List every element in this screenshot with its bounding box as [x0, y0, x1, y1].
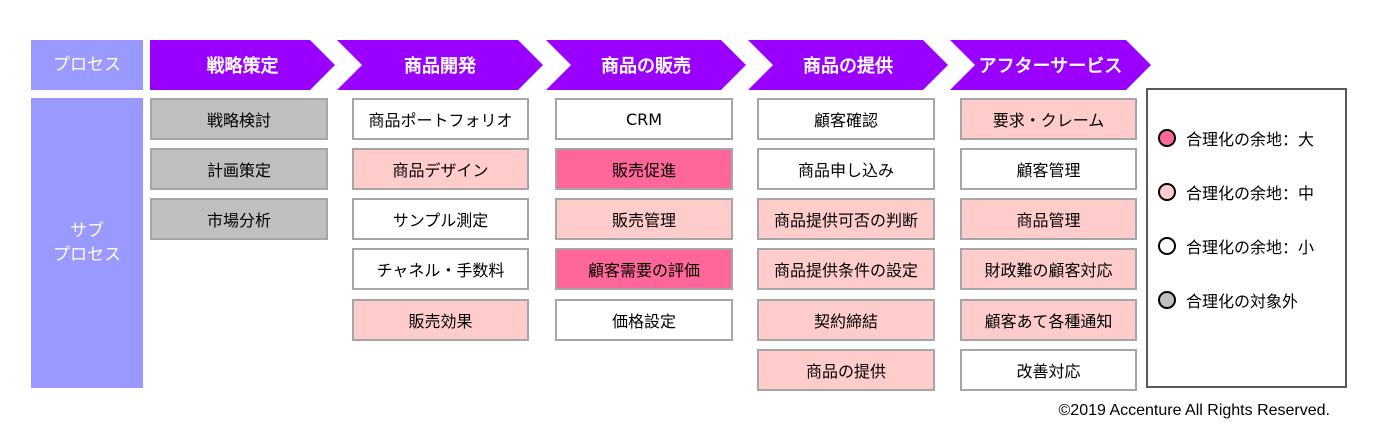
- subprocess-box: 販売促進: [555, 148, 733, 190]
- subprocess-box: 財政難の顧客対応: [960, 248, 1137, 290]
- legend-mid-circle-icon: [1158, 183, 1176, 201]
- phase-1-arrow: 戦略策定: [150, 40, 335, 90]
- legend-item: 合理化の余地：中: [1158, 180, 1314, 204]
- subprocess-box: 顧客あて各種通知: [960, 299, 1137, 341]
- subprocess-box: 契約締結: [757, 299, 935, 341]
- copyright: ©2019 Accenture All Rights Reserved.: [1058, 402, 1331, 419]
- subprocess-box: 販売効果: [352, 299, 529, 341]
- subprocess-label: サブ プロセス: [31, 98, 143, 388]
- phase-2-arrow: 商品開発: [337, 40, 543, 90]
- subprocess-box: 価格設定: [555, 299, 733, 341]
- subprocess-box: 市場分析: [150, 198, 328, 240]
- process-label: プロセス: [31, 40, 143, 90]
- subprocess-box: サンプル測定: [352, 198, 529, 240]
- subprocess-box: 顧客需要の評価: [555, 248, 733, 290]
- subprocess-box: 計画策定: [150, 148, 328, 190]
- subprocess-box: CRM: [555, 98, 733, 140]
- subprocess-box: 顧客管理: [960, 148, 1137, 190]
- legend-item: 合理化の対象外: [1158, 288, 1298, 312]
- subprocess-box: 商品提供可否の判断: [757, 198, 935, 240]
- subprocess-box: チャネル・手数料: [352, 248, 529, 290]
- legend-item: 合理化の余地：大: [1158, 126, 1314, 150]
- legend-label: 合理化の対象外: [1186, 292, 1299, 311]
- subprocess-box: 商品申し込み: [757, 148, 935, 190]
- subprocess-box: 顧客確認: [757, 98, 935, 140]
- legend-low-circle-icon: [1158, 237, 1176, 255]
- subprocess-box: 改善対応: [960, 349, 1137, 391]
- subprocess-box: 商品管理: [960, 198, 1137, 240]
- subprocess-box: 商品の提供: [757, 349, 935, 391]
- legend-label: 合理化の余地：大: [1186, 130, 1315, 149]
- subprocess-box: 要求・クレーム: [960, 98, 1137, 140]
- legend-out-circle-icon: [1158, 291, 1176, 309]
- subprocess-box: 商品デザイン: [352, 148, 529, 190]
- phase-3-arrow: 商品の販売: [546, 40, 746, 90]
- subprocess-box: 商品ポートフォリオ: [352, 98, 529, 140]
- legend-item: 合理化の余地：小: [1158, 234, 1314, 258]
- phase-4-arrow: 商品の提供: [748, 40, 948, 90]
- subprocess-box: 商品提供条件の設定: [757, 248, 935, 290]
- subprocess-box: 販売管理: [555, 198, 733, 240]
- phase-5-arrow: アフターサービス: [950, 40, 1151, 90]
- subprocess-box: 戦略検討: [150, 98, 328, 140]
- legend-label: 合理化の余地：小: [1186, 238, 1315, 257]
- legend-high-circle-icon: [1158, 129, 1176, 147]
- legend-label: 合理化の余地：中: [1186, 184, 1315, 203]
- legend: 合理化の余地：大合理化の余地：中合理化の余地：小合理化の対象外: [1146, 88, 1347, 388]
